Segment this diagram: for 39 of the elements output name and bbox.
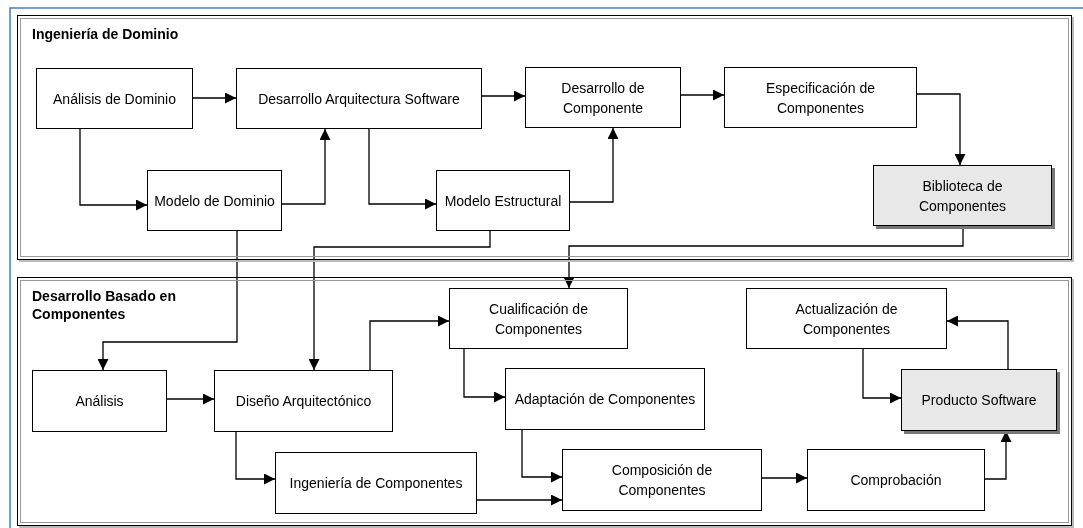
process-box: Producto Software [901, 369, 1057, 431]
arrow [946, 315, 1009, 370]
process-box: Cualificación de Componentes [449, 288, 628, 349]
process-box: Ingeniería de Componentes [275, 452, 477, 514]
process-box: Análisis [32, 370, 167, 432]
process-box: Actualización de Componentes [746, 288, 947, 349]
process-box: Análisis de Dominio [36, 68, 193, 129]
arrow [680, 89, 725, 101]
section-frame [17, 15, 1072, 260]
process-box: Adaptación de Componentes [505, 368, 705, 430]
process-box: Modelo Estructural [436, 170, 570, 231]
section-frame [17, 277, 1072, 526]
arrow [761, 472, 808, 484]
process-box: Composición de Componentes [562, 449, 762, 511]
arrow [463, 348, 506, 403]
arrow [481, 90, 526, 102]
arrow [916, 93, 966, 166]
arrow [166, 393, 215, 405]
arrow [192, 92, 237, 104]
arrow [521, 429, 563, 483]
arrow [476, 494, 563, 506]
process-box: Especificación de Componentes [724, 67, 917, 128]
process-box: Biblioteca de Componentes [873, 165, 1052, 226]
process-box: Desarrollo de Componente [525, 67, 681, 128]
process-box: Desarrollo Arquitectura Software [236, 68, 482, 129]
arrow [97, 230, 238, 371]
arrow [79, 128, 148, 211]
arrow [281, 128, 331, 205]
arrow [569, 127, 619, 203]
arrow [235, 431, 276, 485]
process-box: Diseño Arquitectónico [214, 370, 393, 432]
section-heading: Desarrollo Basado en Componentes [32, 287, 177, 323]
process-box: Modelo de Dominio [147, 170, 282, 231]
arrow [862, 348, 902, 404]
arrow [308, 230, 491, 371]
section-heading: Ingeniería de Dominio [32, 25, 180, 43]
arrow [368, 128, 437, 210]
process-box: Comprobación [807, 449, 985, 511]
arrow [369, 315, 450, 371]
